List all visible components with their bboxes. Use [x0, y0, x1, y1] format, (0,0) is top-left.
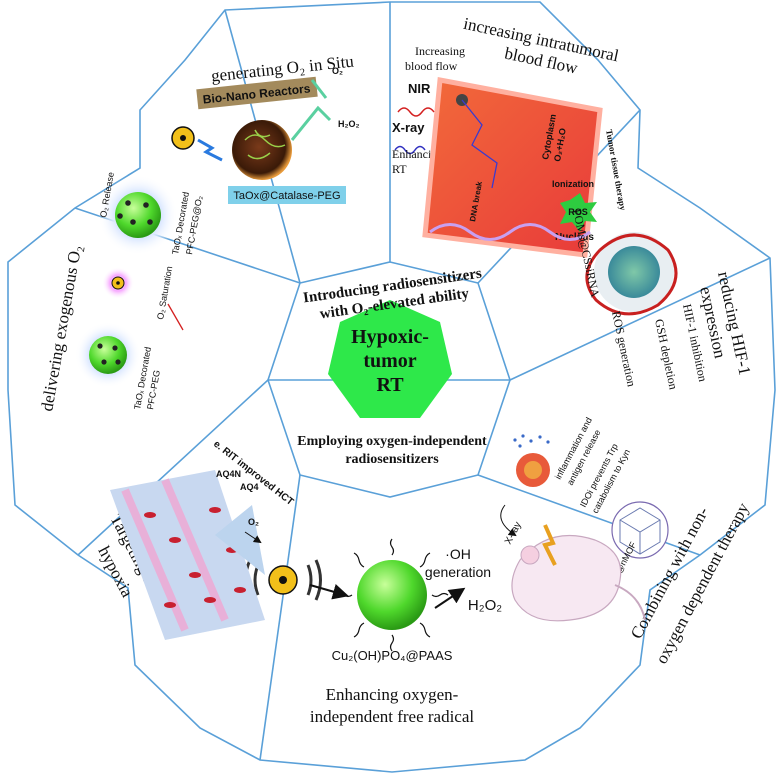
aq4n-label: AQ4N — [216, 469, 241, 479]
mouse-ear — [520, 545, 540, 565]
tumor-panel — [422, 77, 603, 258]
section-dividers — [74, 2, 771, 761]
vessel-streak-2 — [161, 478, 229, 622]
section-targeting: Targeting tumor hypoxia e. RIT improved … — [94, 439, 295, 640]
oh-label-1: ·OH — [445, 546, 471, 562]
tao-dots-1 — [117, 200, 153, 225]
xray-bolt — [542, 524, 557, 566]
antigen-dots — [513, 434, 550, 448]
enh-rt-2: RT — [392, 162, 407, 176]
o2-gradient — [215, 505, 265, 575]
pfc-particle-2 — [89, 336, 127, 374]
free-radical-title-1: Enhancing oxygen- — [326, 685, 459, 704]
section-non-oxygen: Combining with non- oxygen dependent the… — [500, 416, 753, 667]
saturation-line — [167, 303, 184, 331]
electron-path — [461, 99, 498, 189]
o2-path — [310, 79, 328, 99]
particle-label-box — [228, 186, 346, 204]
gsh-label: GSH depletion — [652, 318, 681, 391]
tumor-cell-core — [524, 461, 542, 479]
tao-dots-2 — [97, 343, 121, 365]
cu-particle — [357, 560, 427, 630]
center-title-3: RT — [376, 374, 404, 396]
h2o2-label: H₂O₂ — [338, 119, 360, 129]
ionization-label: Ionization — [552, 179, 594, 189]
section-hif: reducing HIF-1 expression POMs@CSsiRNA H… — [570, 208, 754, 391]
section-exogenous: delivering exogenous O₂ O₂ Release TaOₓ … — [37, 171, 204, 412]
o2-label-target: O₂ — [248, 517, 259, 527]
reactor-particle — [232, 120, 292, 180]
polymer-chains — [335, 538, 449, 652]
nir-wave — [397, 107, 435, 117]
ros-burst — [560, 193, 597, 232]
vessel-streak-1 — [121, 488, 189, 632]
inc-flow-2: blood flow — [405, 59, 458, 73]
nir-label: NIR — [408, 81, 431, 96]
radiation-icon-3-core — [116, 281, 120, 285]
center-heptagon — [328, 300, 452, 418]
red-cells — [144, 507, 246, 608]
center-title-2: tumor — [363, 350, 416, 372]
nmof-lattice — [619, 507, 661, 555]
o2-arrow — [290, 105, 332, 141]
xray-wave — [394, 145, 426, 155]
reactor-wires — [244, 129, 286, 160]
section-free-radical: Enhancing oxygen- independent free radic… — [244, 538, 502, 726]
reactor-label-box — [196, 76, 318, 110]
section-o2-in-situ: generating O₂ in Situ Bio-Nano Reactors … — [171, 52, 360, 204]
center-title-1: Hypoxic- — [351, 326, 429, 348]
center-lower-1: Employing oxygen-independent — [297, 434, 487, 449]
center-lower-2: radiosensitizers — [345, 452, 439, 467]
radiation-icon-2-core — [279, 576, 287, 584]
exogenous-title: delivering exogenous O₂ — [37, 244, 85, 413]
section-blood-flow: increasing intratumoral blood flow Incre… — [392, 14, 628, 258]
xray-label-bf: X-ray — [392, 120, 425, 135]
aq4-label: AQ4 — [240, 482, 259, 492]
radiation-icon-core — [180, 135, 186, 141]
outer-outline — [7, 1, 776, 773]
lightning-icon — [197, 138, 223, 162]
cu-particle-label: Cu₂(OH)PO₄@PAAS — [332, 648, 453, 663]
saturation-label: O₂ Saturation — [155, 265, 174, 320]
arrow-to-h2o2 — [434, 587, 466, 609]
curved-arrow — [500, 504, 517, 537]
poms-particle — [608, 246, 660, 298]
inc-flow-1: Increasing — [415, 44, 465, 58]
o2-arrow-target — [244, 531, 262, 544]
h2o2-label-fr: H₂O₂ — [468, 597, 502, 614]
particle-label: TaOx@Catalase-PEG — [233, 190, 340, 202]
oh-label-2: generation — [425, 564, 491, 580]
o2-label: O₂ — [332, 66, 343, 76]
mouse-tail — [614, 584, 646, 621]
ros-label: ROS — [568, 207, 588, 217]
tumor-therapy-label: Tumor tissue therapy — [604, 129, 628, 212]
nucleus-label: Nucleus — [555, 232, 594, 243]
sirna-strand — [585, 233, 678, 316]
free-radical-title-2: independent free radical — [310, 707, 475, 726]
dna-helix — [429, 223, 591, 241]
